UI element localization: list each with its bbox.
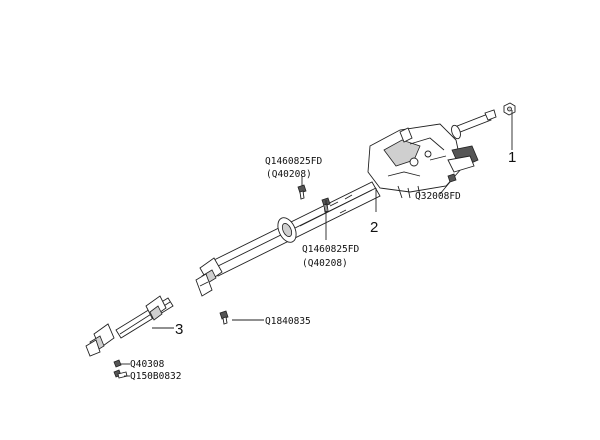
part-label-q40208-upper: (Q40208)	[266, 169, 312, 180]
bolt-q150b0832	[113, 369, 128, 379]
part-label-q40308: Q40308	[130, 359, 165, 370]
lower-u-joint	[195, 257, 223, 297]
bolt-q40308	[113, 359, 122, 368]
callout-2: 2	[370, 219, 378, 236]
nut-part-1	[503, 102, 516, 116]
upper-shaft	[451, 109, 497, 140]
bolt-q32008fd	[447, 173, 457, 183]
column-housing	[367, 123, 479, 199]
part-label-q32008fd: Q32008FD	[415, 191, 461, 202]
callout-1: 1	[508, 149, 516, 166]
part-label-q1840835: Q1840835	[265, 316, 311, 327]
bolt-q1840835	[219, 310, 229, 325]
intermediate-shaft-assembly	[85, 295, 174, 357]
part-label-q1460825fd-upper: Q1460825FD	[265, 156, 322, 167]
part-label-q40208-lower: (Q40208)	[302, 258, 348, 269]
callout-3: 3	[175, 321, 183, 338]
part-label-q150b0832: Q150B0832	[130, 371, 181, 382]
bolt-q1460825fd-upper	[297, 184, 307, 200]
part-label-q1460825fd-lower: Q1460825FD	[302, 244, 359, 255]
leader-lines	[120, 110, 513, 377]
